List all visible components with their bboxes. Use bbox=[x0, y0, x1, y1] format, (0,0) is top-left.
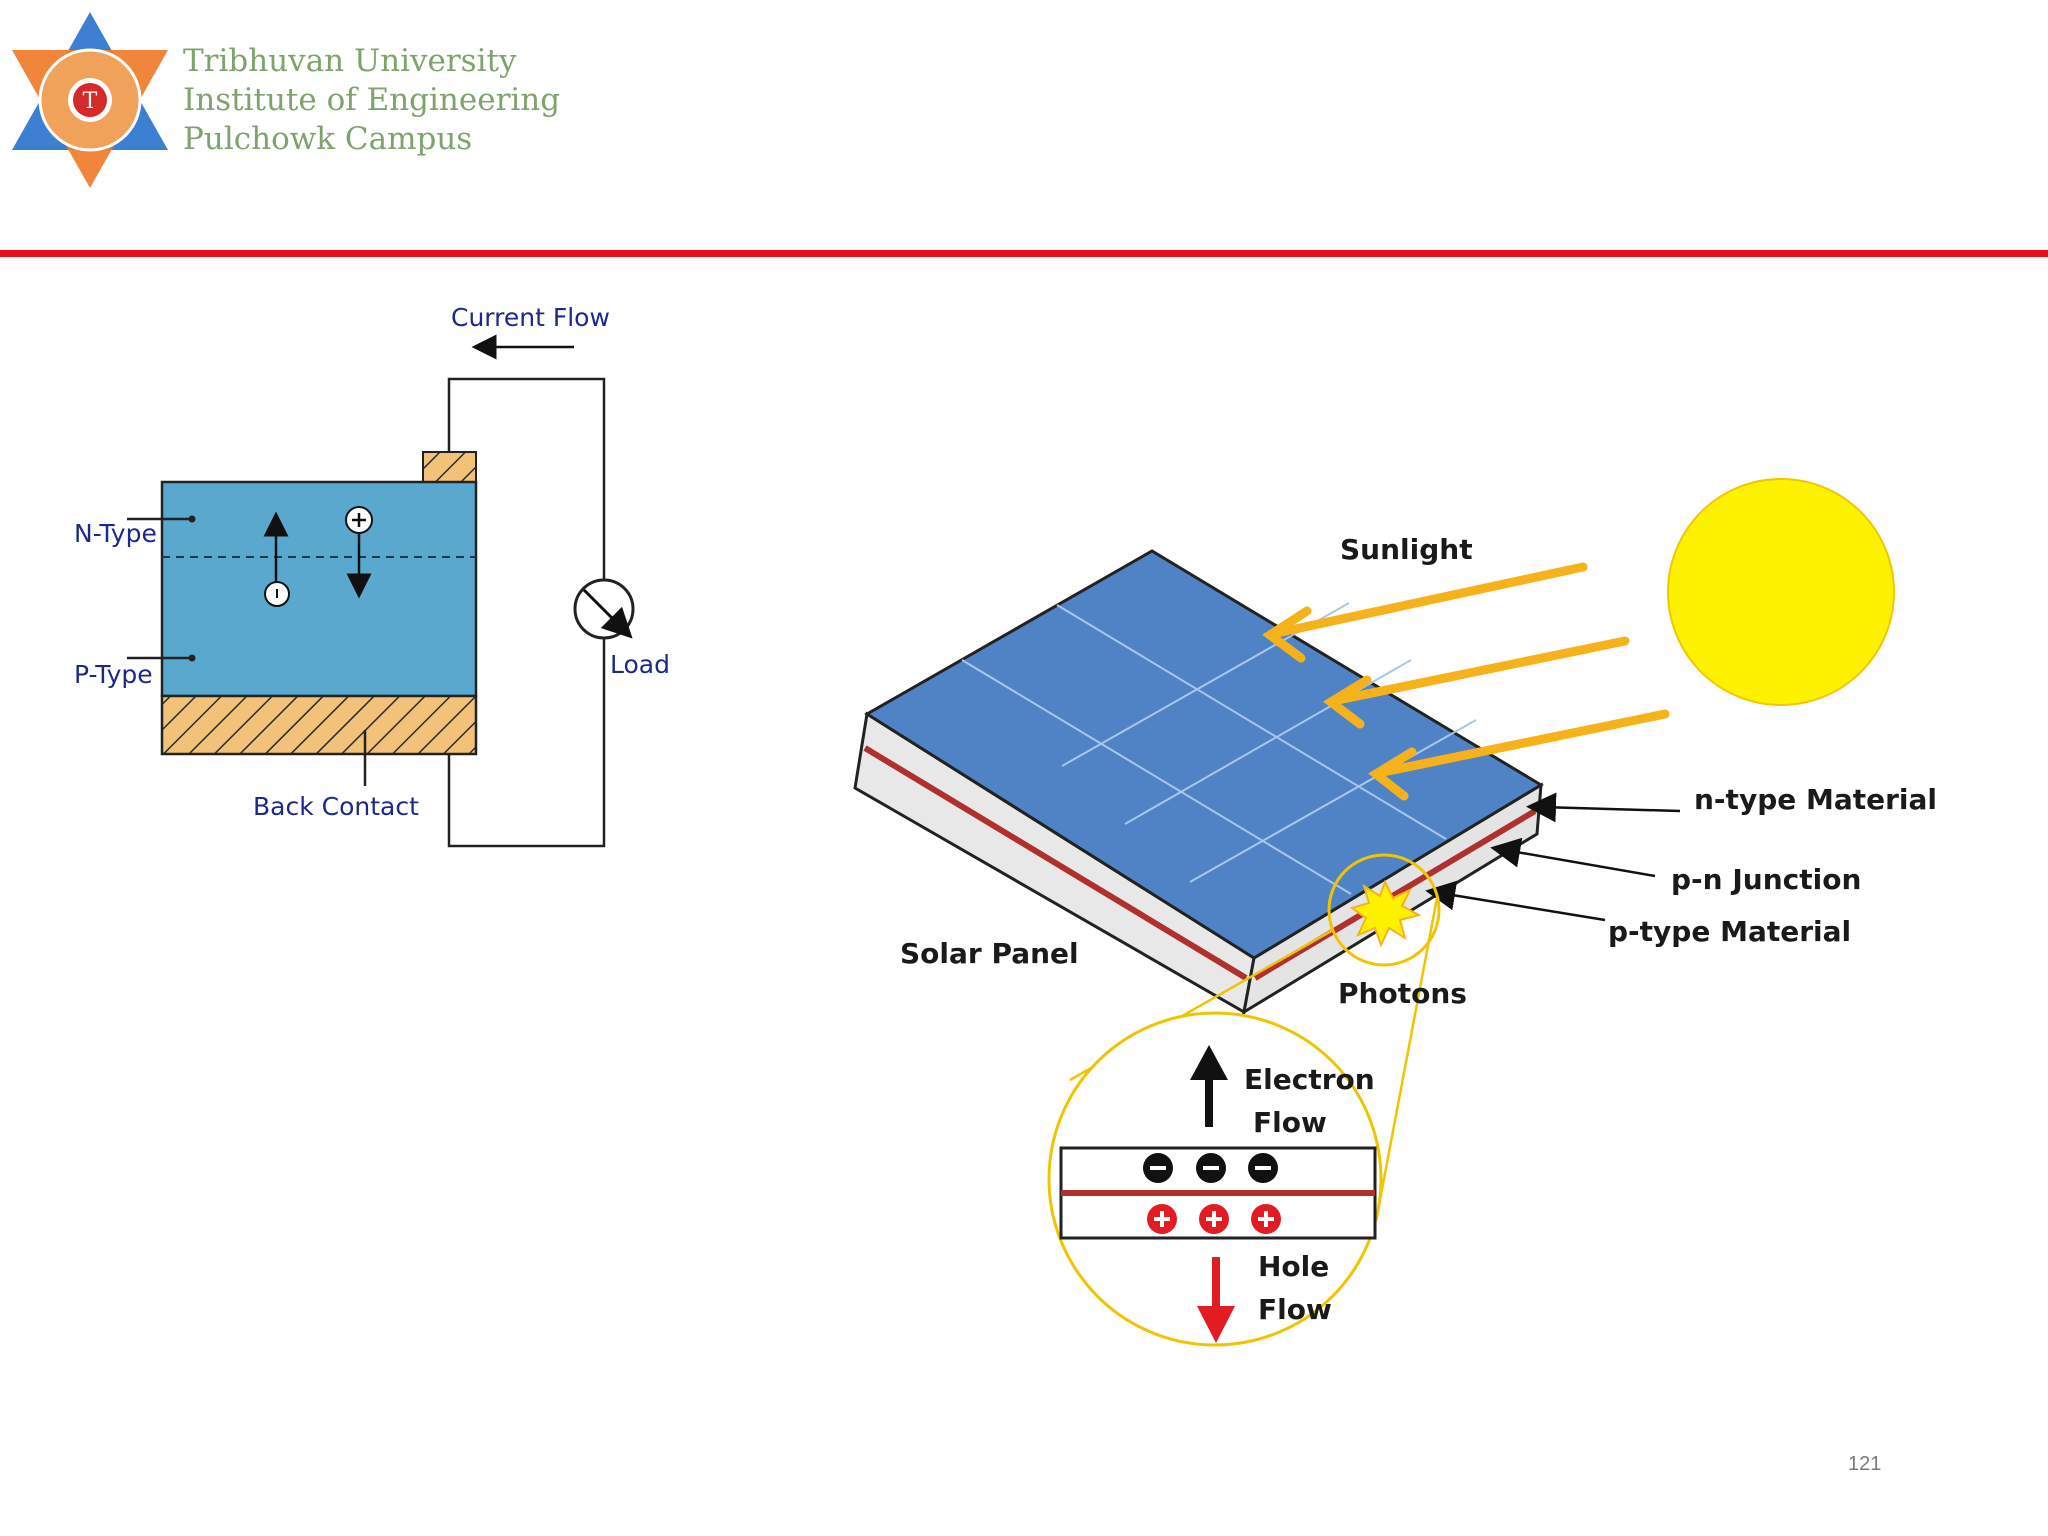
university-logo: T bbox=[10, 10, 170, 190]
electron-flow-label-1: Electron bbox=[1244, 1063, 1375, 1096]
back-contact bbox=[160, 694, 478, 756]
photons-label: Photons bbox=[1338, 977, 1467, 1010]
p-type-material-label: p-type Material bbox=[1608, 915, 1852, 948]
electron-flow-label-2: Flow bbox=[1253, 1106, 1327, 1139]
sun bbox=[1667, 478, 1895, 706]
n-type-material-label: n-type Material bbox=[1694, 783, 1938, 816]
institution-header: Tribhuvan University Institute of Engine… bbox=[183, 42, 560, 159]
panel-top bbox=[864, 549, 1544, 960]
hole-flow-label-2: Flow bbox=[1258, 1293, 1332, 1326]
top-contact bbox=[422, 451, 477, 483]
sunlight-arrows bbox=[1262, 562, 1670, 801]
page-number: 121 bbox=[1848, 1453, 1882, 1475]
pn-junction-label: p-n Junction bbox=[1671, 863, 1862, 896]
header-campus: Pulchowk Campus bbox=[183, 121, 473, 157]
sunlight-label: Sunlight bbox=[1340, 533, 1473, 566]
solar-panel-diagram: Sunlight n-type Material p-n Junction p-… bbox=[853, 478, 1938, 1347]
current-flow-label: Current Flow bbox=[451, 303, 610, 332]
magnifier-small bbox=[1327, 853, 1441, 967]
load-label: Load bbox=[610, 650, 670, 679]
hole-flow-label-1: Hole bbox=[1258, 1250, 1330, 1283]
header-institute: Institute of Engineering bbox=[183, 82, 561, 118]
semiconductor-block bbox=[160, 480, 478, 698]
header-divider bbox=[0, 250, 2048, 257]
p-type-label: P-Type bbox=[74, 660, 153, 689]
header-university: Tribhuvan University bbox=[183, 43, 517, 79]
pn-cell-circuit-diagram: Current Flow N-Type P-Type Load Back Con… bbox=[0, 0, 700, 900]
svg-text:T: T bbox=[83, 89, 98, 114]
solar-panel-label: Solar Panel bbox=[900, 937, 1079, 970]
n-type-label: N-Type bbox=[74, 519, 157, 548]
holes-row bbox=[1147, 1204, 1281, 1234]
back-contact-label: Back Contact bbox=[253, 792, 419, 821]
electrons-row bbox=[1143, 1153, 1278, 1183]
photon-burst bbox=[1349, 879, 1422, 948]
